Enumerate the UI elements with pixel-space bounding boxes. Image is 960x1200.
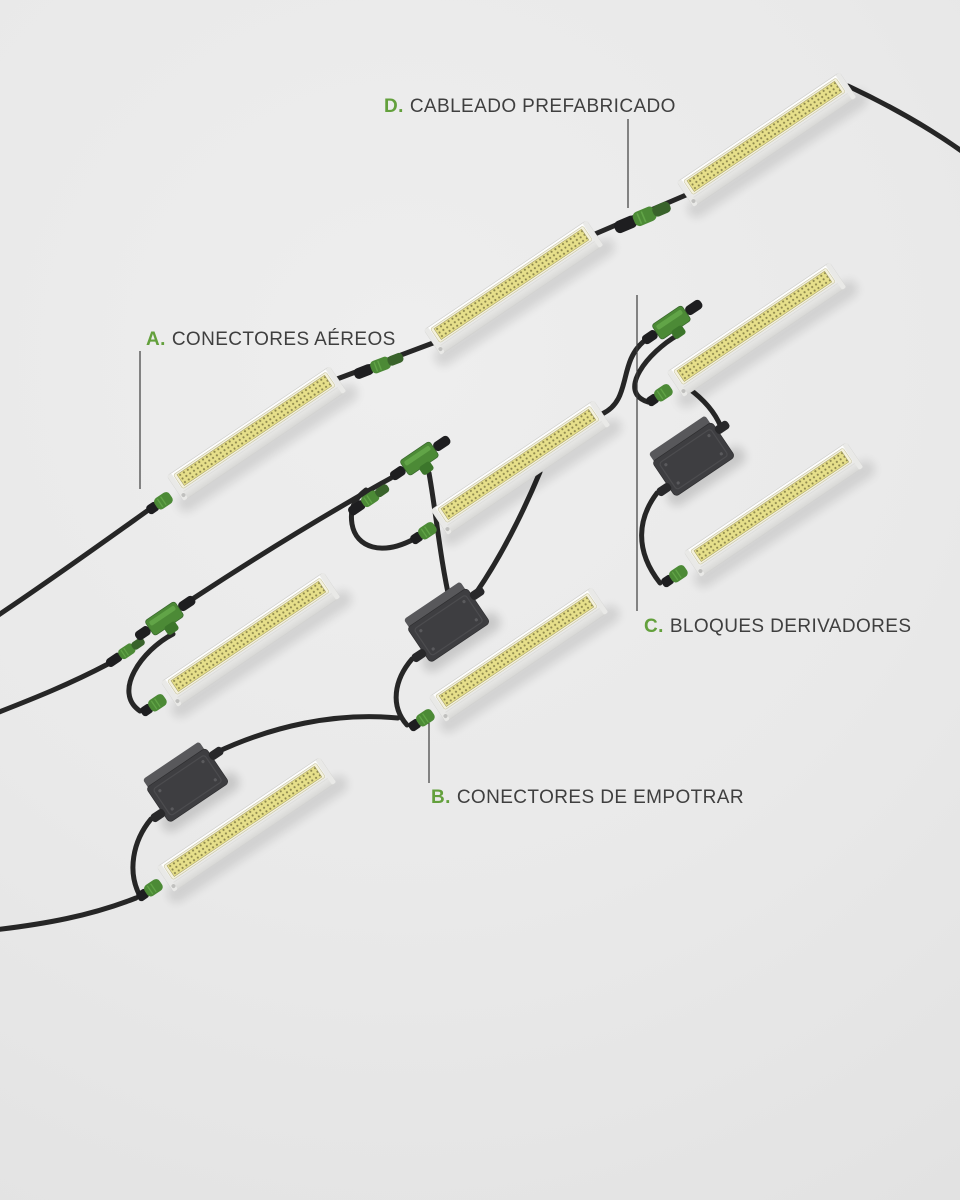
cables [0,83,960,932]
cable [599,339,646,417]
led-luminaire [670,67,871,221]
cable [212,714,401,756]
t-derivation-block [385,430,460,493]
callout-letter-a: A. [146,329,166,350]
t-derivation-block [637,294,712,357]
cable [393,656,415,728]
led-luminaire [160,361,361,515]
callout-conectores-de-empotrar: B.CONECTORES DE EMPOTRAR [431,787,744,810]
callout-text-b: CONECTORES DE EMPOTRAR [456,787,744,808]
led-luminaire [660,257,861,411]
led-luminaire [154,567,355,721]
led-luminaire [424,395,625,549]
cable [191,475,394,601]
callout-letter-d: D. [384,96,404,117]
cable [0,508,150,617]
recessed-connector [658,562,691,591]
cable [0,661,111,715]
aerial-connector [351,349,406,382]
cable [426,470,453,605]
callout-text-a: CONECTORES AÉREOS [171,329,396,350]
led-luminaire [417,215,618,369]
end-connector [137,691,170,720]
callout-letter-b: B. [431,787,451,808]
callout-cableado-prefabricado: D.CABLEADO PREFABRICADO [384,96,676,119]
callout-letter-c: C. [644,616,664,637]
callout-text-d: CABLEADO PREFABRICADO [409,96,676,117]
recessed-connector [405,706,438,735]
callout-bloques-derivadores: C.BLOQUES DERIVADORES [644,616,911,639]
cable [639,490,663,586]
prefab-cable-connector [611,197,674,237]
cable [0,895,139,932]
end-connector [643,381,676,410]
callout-text-c: BLOQUES DERIVADORES [669,616,912,637]
cable [632,332,681,405]
cable [130,816,154,897]
callout-conectores-aereos: A.CONECTORES AÉREOS [146,329,396,352]
end-connector [407,519,440,548]
cable [348,487,417,551]
cable [126,631,176,714]
